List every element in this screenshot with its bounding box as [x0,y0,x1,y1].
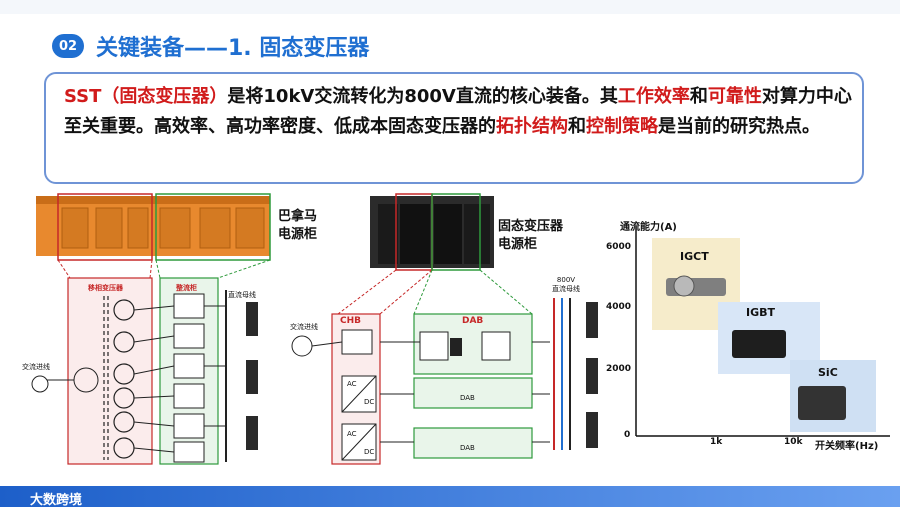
panama-label-line2: 电源柜 [278,227,318,242]
footer-brand: 大数跨境 [30,493,83,508]
dab-label: DAB [462,316,484,326]
panama-label-line1: 巴拿马 [278,209,318,224]
chb-label: CHB [340,316,361,326]
phase-shift-label: 移相变压器 [88,284,123,292]
rectifier-label: 整流柜 [176,284,197,292]
sst-cabinet-diagram [291,193,598,465]
panama-cabinet-title: 巴拿马 电源柜 [278,208,317,244]
sst-label-line1: 固态变压器 [498,219,564,234]
igbt-label: IGBT [746,306,776,319]
intro-efficiency: 工作效率 [617,86,690,107]
sic-label: SiC [818,366,838,379]
intro-text-1: 是将10kV交流转化为800V直流的核心装备。其 [227,86,618,107]
dab-box-label-2: DAB [460,444,475,452]
server-rack-icon [246,302,258,336]
y-tick-0: 0 [624,430,631,440]
intro-paragraph: SST（固态变压器）是将10kV交流转化为800V直流的核心装备。其工作效率和可… [64,82,854,142]
dc-bus-name: 直流母线 [552,285,580,293]
intro-box [44,72,864,184]
ac-in-label-left: 交流进线 [22,363,50,371]
dc-label-2: DC [364,448,375,456]
sst-cabinet-title: 固态变压器 电源柜 [498,218,563,254]
y-tick-6000: 6000 [606,242,632,252]
dc-bus-label-left: 直流母线 [228,291,256,299]
intro-text-5: 是当前的研究热点。 [658,116,820,137]
dc-label-1: DC [364,398,375,406]
igct-label: IGCT [680,250,709,263]
footer-bar [0,486,900,507]
sic-device-image [798,386,846,420]
chart-xlabel: 开关频率(Hz) [815,441,879,452]
x-tick-10k: 10k [784,437,803,447]
intro-topology: 拓扑结构 [496,116,568,137]
x-tick-1k: 1k [710,437,723,447]
igbt-device-image [732,330,786,358]
ac-in-label-mid: 交流进线 [290,323,318,331]
intro-text-4: 和 [568,116,586,137]
rectifier-highlight [155,193,271,261]
section-number-badge: 02 [52,34,84,58]
intro-text-3: 对算力中心至关重要。高效率、高功率密度、低成本固态变压器的 [64,86,852,137]
header-band [0,0,900,14]
chart-ylabel: 通流能力(A) [620,222,677,233]
section-number: 02 [58,38,78,54]
igct-device-image [666,275,726,297]
y-tick-2000: 2000 [606,364,632,374]
page-title: 关键装备——1. 固态变压器 [96,36,370,61]
ac-label-1: AC [347,380,357,388]
device-chart [635,226,890,437]
y-tick-4000: 4000 [606,302,632,312]
panama-cabinet-diagram [31,193,271,465]
sst-label-line2: 电源柜 [498,237,538,252]
ac-label-2: AC [347,430,357,438]
intro-control: 控制策略 [586,116,658,137]
dab-highlight [431,193,481,271]
intro-text-2: 和 [689,86,708,107]
phase-shift-highlight [57,193,153,261]
intro-sst: SST（固态变压器） [64,86,228,107]
dc-bus-voltage: 800V [556,276,576,284]
dab-box-label-1: DAB [460,394,475,402]
intro-reliability: 可靠性 [707,86,762,107]
dc-bus-label-mid: 800V 直流母线 [552,276,580,294]
